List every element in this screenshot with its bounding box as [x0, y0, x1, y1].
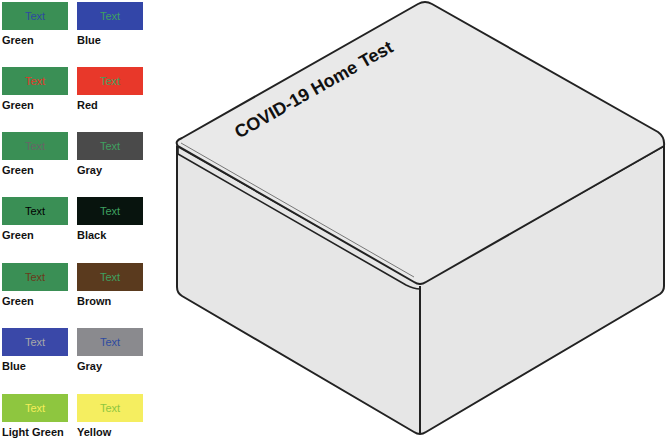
color-name: Green [2, 164, 68, 176]
swatch-text: Text [77, 394, 143, 422]
swatch-text: Text [2, 2, 68, 30]
color-name: Green [2, 295, 68, 307]
swatch-text: Text [77, 132, 143, 160]
color-sample: TextGray [77, 132, 143, 176]
color-name: Green [2, 34, 68, 46]
color-sample: TextBlack [77, 197, 143, 241]
box-lid [177, 2, 664, 284]
color-sample: TextYellow [77, 394, 143, 438]
swatch-text: Text [2, 328, 68, 356]
lid-crease [181, 143, 414, 277]
color-name: Blue [2, 360, 68, 372]
color-name: Black [77, 229, 143, 241]
swatch-text: Text [77, 328, 143, 356]
color-name: Light Green [2, 426, 68, 438]
color-sample: TextBlue [77, 2, 143, 46]
box-edge [419, 286, 421, 434]
color-sample: TextBrown [77, 263, 143, 307]
color-sample: TextGreen [2, 2, 68, 46]
color-name: Gray [77, 164, 143, 176]
swatch-text: Text [2, 394, 68, 422]
swatch-text: Text [77, 263, 143, 291]
color-sample: TextLight Green [2, 394, 68, 438]
color-sample: TextGreen [2, 197, 68, 241]
lid-edge [663, 146, 665, 156]
swatch-text: Text [2, 263, 68, 291]
swatch-text: Text [77, 197, 143, 225]
swatch-text: Text [2, 197, 68, 225]
color-name: Green [2, 99, 68, 111]
lid-edge [178, 146, 420, 289]
color-sample: TextRed [77, 67, 143, 111]
color-name: Blue [77, 34, 143, 46]
color-sample: TextBlue [2, 328, 68, 372]
color-sample: TextGreen [2, 67, 68, 111]
swatch-text: Text [2, 132, 68, 160]
color-sample: TextGreen [2, 132, 68, 176]
color-name: Gray [77, 360, 143, 372]
color-sample: TextGreen [2, 263, 68, 307]
color-name: Yellow [77, 426, 143, 438]
color-name: Red [77, 99, 143, 111]
color-name: Green [2, 229, 68, 241]
color-name: Brown [77, 295, 143, 307]
swatch-text: Text [2, 67, 68, 95]
color-sample: TextGray [77, 328, 143, 372]
swatch-text: Text [77, 67, 143, 95]
swatch-text: Text [77, 2, 143, 30]
